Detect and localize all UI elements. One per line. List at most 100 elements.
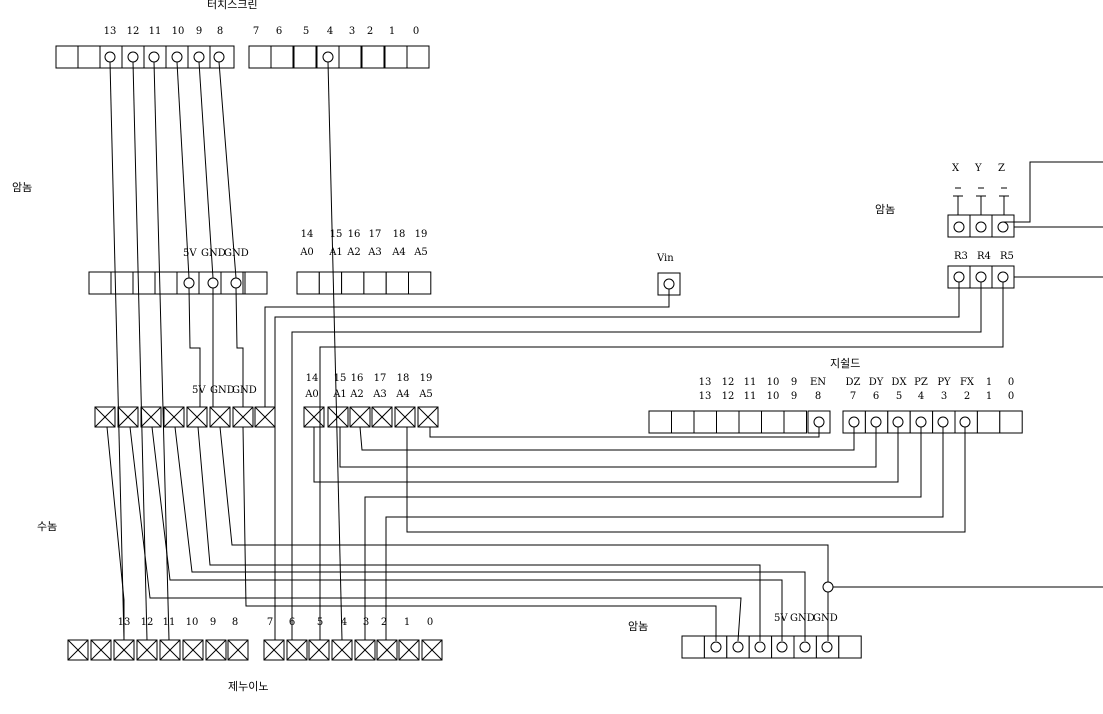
wire [429,427,820,438]
upper-analog-cell [318,271,343,295]
genuino-x-pin [263,639,285,661]
wire [274,282,960,640]
upper-analog-cell [341,271,365,295]
gshield-top-label: DY [869,377,884,388]
wire [406,427,966,533]
gshield-pin [870,416,882,428]
sensor-pin-y [975,221,987,233]
middle-gnd2-label: GND [232,385,257,396]
gshield-cell [999,410,1023,434]
upper-analog-num-label: 18 [393,229,406,240]
touchscreen-pin [104,51,116,63]
middle-analog-num-label: 19 [420,373,433,384]
genuino-x-pin [182,639,204,661]
upper-analog-num-label: 17 [369,229,382,240]
gshield-top-label: DX [891,377,907,388]
middle-gnd1-label: GND [210,385,235,396]
upper-analog-num-label: 16 [348,229,361,240]
wire [109,61,125,641]
touchscreen-cell [270,45,294,69]
genuino-title: 제누이노 [228,680,268,693]
gshield-cell [783,410,807,434]
middle-male-x-pin [254,406,276,428]
gshield-bottom-label: 8 [815,391,821,402]
touchscreen-cell [293,45,317,69]
wire [153,61,170,641]
wire [197,426,761,641]
upper-analog-name-label: A3 [367,247,382,258]
middle-analog-x-pin [327,406,349,428]
gshield-pin [915,416,927,428]
axis-y-label: Y [974,163,982,174]
touchscreen-digital-low-label: 0 [413,26,419,37]
gshield-pin [892,416,904,428]
genuino-label: 0 [427,617,433,628]
gshield-bottom-label: 4 [918,391,924,402]
sensor-pin-z [997,221,1009,233]
upper-female-cell [88,271,112,295]
wire [242,426,717,641]
gshield-bottom-label: 6 [873,391,879,402]
upper-analog-num-label: 19 [415,229,428,240]
reg-r3-label: R3 [954,251,968,262]
wire [291,282,982,640]
middle-analog-name-label: A1 [332,389,347,400]
gshield-bottom-label: 2 [964,391,970,402]
gshield-pin [959,416,971,428]
touchscreen-pin [148,51,160,63]
wire [327,61,343,641]
wire [176,61,190,279]
genuino-x-pin [90,639,112,661]
wire [319,282,1004,640]
wire [359,426,855,451]
wire [151,426,783,641]
gshield-cell [761,410,785,434]
gshield-top-label: 10 [767,377,780,388]
genuino-label: 3 [363,617,369,628]
axis-x-label: X [952,163,960,174]
bottom-5v-label: 5V [774,613,788,624]
gshield-cell [693,410,717,434]
gshield-cell [648,410,672,434]
genuino-x-pin [159,639,181,661]
touchscreen-digital-low-label: 4 [327,26,333,37]
gshield-cell [671,410,695,434]
female-label-bottom: 암놈 [628,620,648,633]
genuino-x-pin [331,639,353,661]
bottom-female-pin [776,641,788,653]
reg-r5-label: R5 [1000,251,1014,262]
genuino-label: 8 [232,617,238,628]
genuino-x-pin [308,639,330,661]
wire [218,61,237,279]
touchscreen-digital-low-label: 1 [389,26,395,37]
vin-pin [663,278,675,290]
upper-female-header: 5V GND GND [88,248,268,295]
wire [264,289,670,407]
middle-analog-num-label: 14 [306,373,319,384]
middle-male-x-pin [117,406,139,428]
upper-female-cell [244,271,268,295]
bottom-gnd1-label: GND [790,613,815,624]
reg-r4-label: R4 [977,251,991,262]
bottom-female-header: 5V GND GND [681,613,862,659]
touchscreen-digital-label: 13 [104,26,117,37]
bottom-female-pin [754,641,766,653]
male-label: 수놈 [37,520,57,533]
bottom-female-pin [799,641,811,653]
touchscreen-cell [77,45,101,69]
gshield-bottom-label: 0 [1008,391,1014,402]
gshield-top-label: 11 [744,377,757,388]
bottom-female-cell [838,635,862,659]
gshield-bottom-label: 3 [941,391,947,402]
wire [339,427,877,468]
middle-male-x-pin [163,406,185,428]
genuino-x-pin [227,639,249,661]
gshield-cell [738,410,762,434]
upper-analog-cell [385,271,410,295]
gshield-top-label: 12 [722,377,735,388]
genuino-x-pin [286,639,308,661]
upper-5v-label: 5V [183,248,197,259]
